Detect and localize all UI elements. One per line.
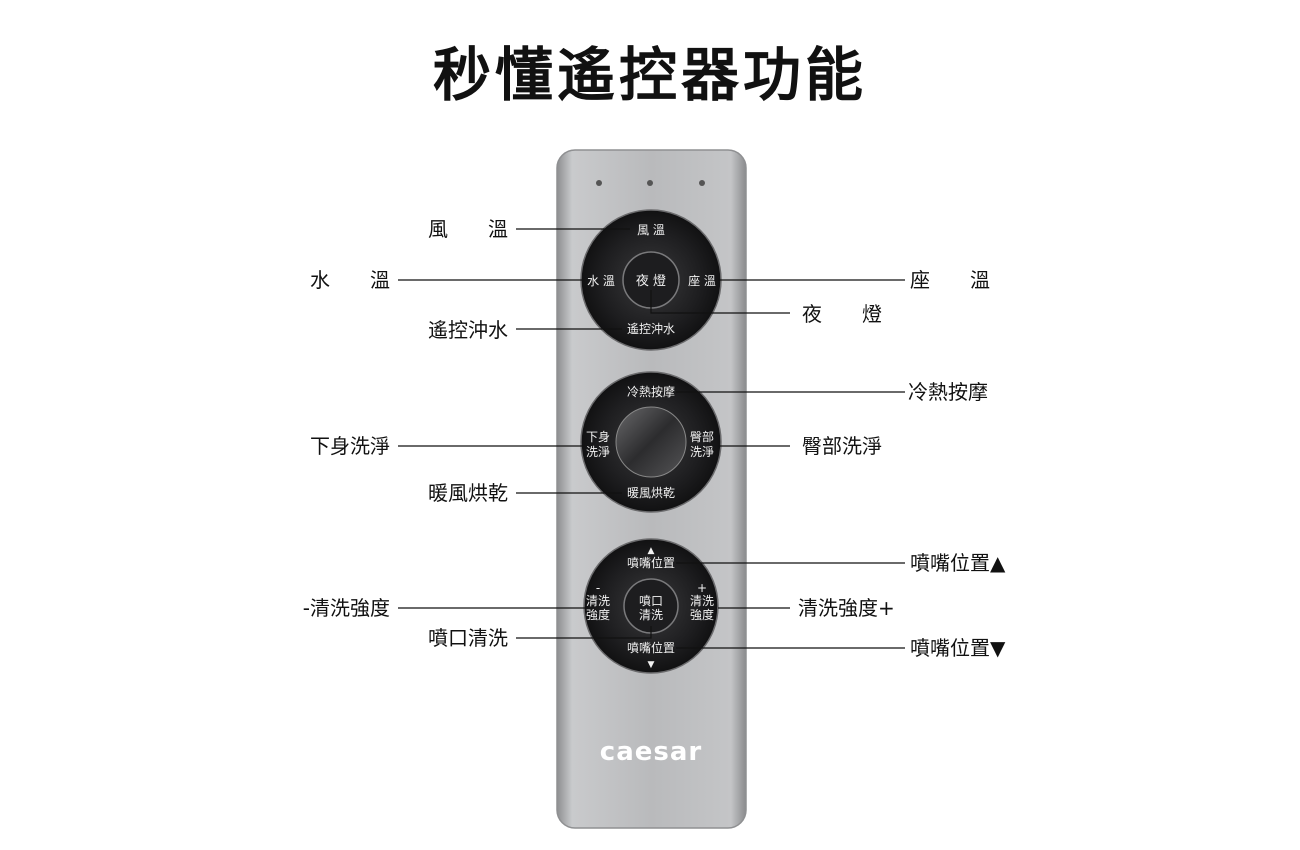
down-arrow-icon: ▼ [648,660,655,670]
minus-sign: - [596,581,600,595]
leader-line-nozzle-clean [516,626,652,639]
callout-seat-temp: 座 溫 [910,268,990,292]
leader-lines [398,228,905,649]
intensity-plus-button[interactable]: 清洗 [690,594,714,608]
indicator-light [596,180,602,186]
hip-wash-button-line2: 洗淨 [690,445,714,459]
wind-temp-button[interactable]: 風 溫 [637,223,665,237]
callout-nozzle-clean: 噴口清洗 [428,626,508,650]
leader-line-night-light [650,290,790,314]
page-title: 秒懂遙控器功能 [432,41,867,109]
nozzle-up-button[interactable]: 噴嘴位置 [627,555,675,570]
night-light-label: 夜 燈 [636,274,666,289]
hip-wash-button[interactable]: 臀部 [690,429,714,444]
intensity-minus-button[interactable]: 清洗 [586,594,610,608]
indicator-light [699,180,705,186]
callout-warm-dry: 暖風烘乾 [428,481,508,505]
callout-intensity-plus: 清洗強度+ [798,596,895,620]
intensity-plus-button-line2: 強度 [690,607,714,622]
nozzle-clean-label: 噴口 [639,594,663,608]
callout-wind-temp: 風 溫 [428,217,508,241]
callout-night-light: 夜 燈 [802,302,882,326]
remote-flush-button[interactable]: 遙控沖水 [627,322,675,336]
hot-cold-massage-button[interactable]: 冷熱按摩 [627,384,675,399]
up-arrow-icon: ▲ [648,546,655,556]
callout-nozzle-up: 噴嘴位置▲ [910,551,1006,575]
lower-wash-button-line2: 洗淨 [586,445,610,459]
callout-intensity-minus: -清洗強度 [303,596,390,620]
callout-hip-wash: 臀部洗淨 [802,434,882,458]
indicator-light [647,180,653,186]
warm-dry-button[interactable]: 暖風烘乾 [627,486,675,500]
callout-water-temp: 水 溫 [310,268,390,292]
nozzle-clean-label-line2: 清洗 [639,608,663,622]
water-temp-button[interactable]: 水 溫 [587,274,615,288]
callout-hot-cold-massage: 冷熱按摩 [908,380,988,404]
plus-sign: + [697,581,707,595]
intensity-minus-button-line2: 強度 [586,607,610,622]
callout-nozzle-down: 噴嘴位置▼ [910,636,1006,660]
lower-wash-button[interactable]: 下身 [586,429,610,444]
callout-remote-flush: 遙控沖水 [428,318,508,342]
nozzle-down-button[interactable]: 噴嘴位置 [627,640,675,655]
brand-logo: caesar [600,737,702,767]
center-knob[interactable] [615,406,687,478]
seat-temp-button[interactable]: 座 溫 [688,273,716,288]
callout-lower-wash: 下身洗淨 [310,434,390,458]
